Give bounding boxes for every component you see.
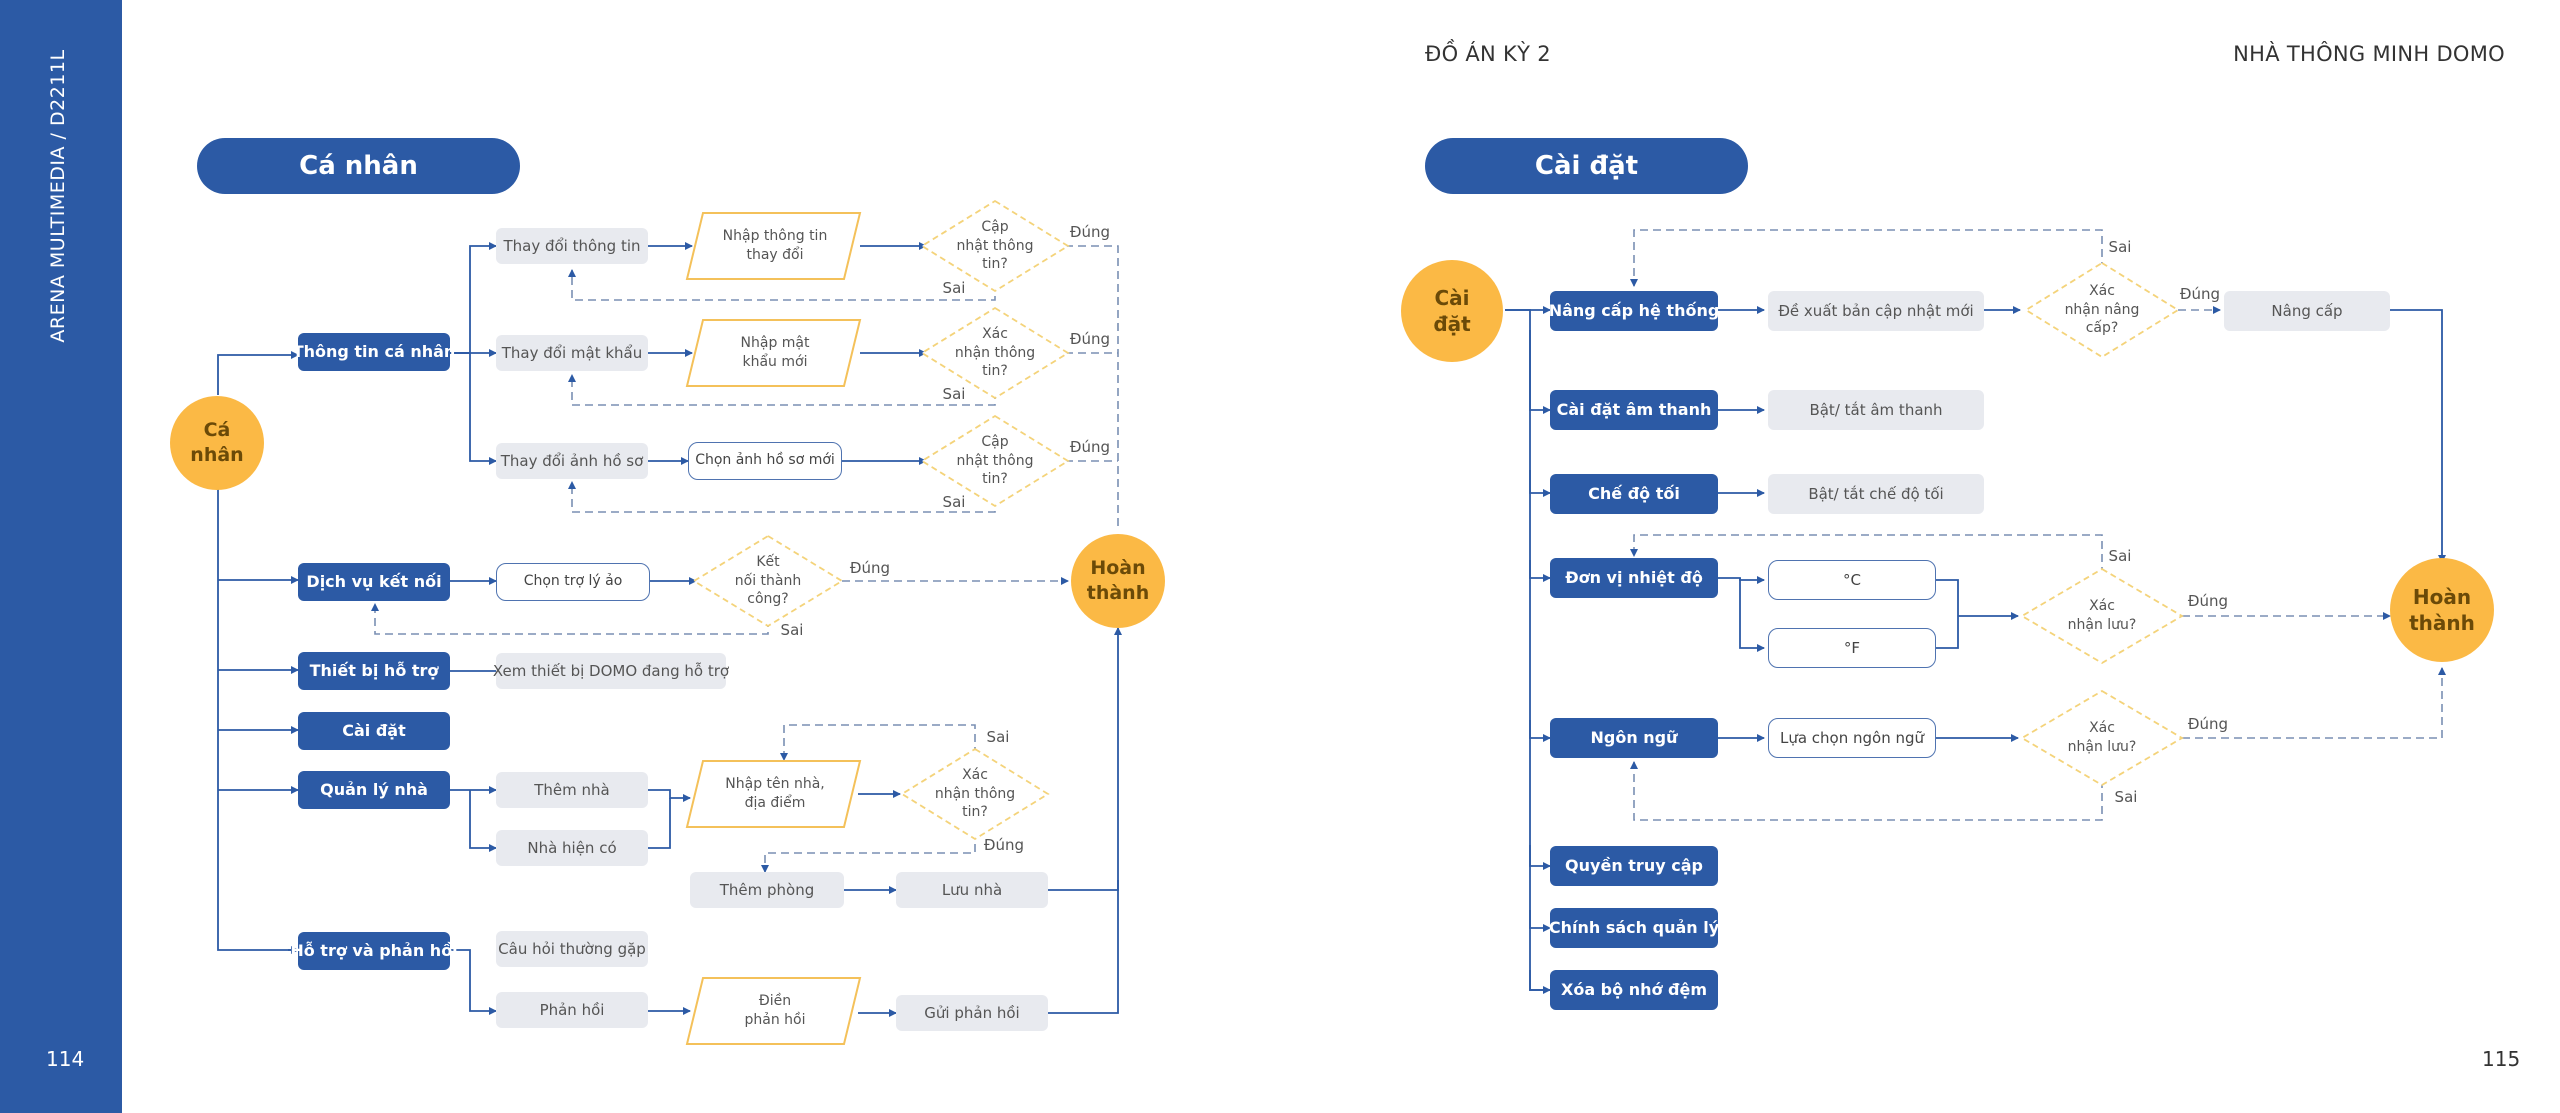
- section-title-settings: Cài đặt: [1425, 138, 1748, 194]
- step-choose-language: Lựa chọn ngôn ngữ: [1768, 718, 1936, 758]
- label-yes: Đúng: [2187, 592, 2229, 610]
- category-management-policy[interactable]: Chính sách quản lý: [1549, 908, 1719, 948]
- step-add-room: Thêm phòng: [690, 872, 844, 908]
- decision-confirm-language: Xác nhận lưu?: [2067, 720, 2137, 755]
- category-access-rights[interactable]: Quyền truy cập: [1550, 846, 1718, 886]
- end-node-personal: Hoàn thành: [1071, 534, 1165, 628]
- start-node-personal: Cá nhân: [170, 396, 264, 490]
- page-number-left: 114: [46, 1047, 85, 1071]
- step-suggest-update: Đề xuất bản cập nhật mới: [1768, 291, 1984, 331]
- step-send-feedback: Gửi phản hồi: [896, 995, 1048, 1031]
- step-faq: Câu hỏi thường gặp: [496, 931, 648, 967]
- step-choose-assistant: Chọn trợ lý ảo: [496, 563, 650, 601]
- label-no: Sai: [986, 728, 1010, 746]
- label-yes: Đúng: [2179, 285, 2221, 303]
- step-enter-password: Nhập mật khẩu mới: [740, 335, 810, 370]
- step-enter-info: Nhập thông tin thay đổi: [722, 228, 828, 263]
- label-no: Sai: [2108, 238, 2132, 256]
- label-yes: Đúng: [1069, 223, 1111, 241]
- label-yes: Đúng: [849, 559, 891, 577]
- step-save-home: Lưu nhà: [896, 872, 1048, 908]
- decision-update-avatar: Cập nhật thông tin?: [956, 433, 1034, 488]
- label-no: Sai: [942, 385, 966, 403]
- label-no: Sai: [942, 279, 966, 297]
- step-change-avatar: Thay đổi ảnh hồ sơ: [496, 443, 648, 479]
- category-supported-devices[interactable]: Thiết bị hỗ trợ: [298, 652, 450, 690]
- decision-confirm-temp: Xác nhận lưu?: [2067, 598, 2137, 633]
- page-number-right: 115: [2482, 1047, 2521, 1071]
- step-current-home: Nhà hiện có: [496, 830, 648, 866]
- label-no: Sai: [2114, 788, 2138, 806]
- label-no: Sai: [780, 621, 804, 639]
- category-temperature-unit[interactable]: Đơn vị nhiệt độ: [1550, 558, 1718, 598]
- category-sound-settings[interactable]: Cài đặt âm thanh: [1550, 390, 1718, 430]
- label-yes: Đúng: [1069, 330, 1111, 348]
- decision-update-info: Cập nhật thông tin?: [956, 218, 1034, 273]
- option-fahrenheit: °F: [1768, 628, 1936, 668]
- decision-confirm-upgrade: Xác nhận nâng cấp?: [2064, 282, 2140, 337]
- label-no: Sai: [2108, 547, 2132, 565]
- section-title-personal: Cá nhân: [197, 138, 520, 194]
- label-yes: Đúng: [1069, 438, 1111, 456]
- step-change-password: Thay đổi mật khẩu: [496, 335, 648, 371]
- label-yes: Đúng: [983, 836, 1025, 854]
- decision-connect-success: Kết nối thành công?: [734, 553, 802, 608]
- decision-confirm-home: Xác nhận thông tin?: [934, 766, 1016, 821]
- category-language[interactable]: Ngôn ngữ: [1550, 718, 1718, 758]
- label-no: Sai: [942, 493, 966, 511]
- start-node-settings: Cài đặt: [1401, 260, 1503, 362]
- end-node-settings: Hoàn thành: [2390, 558, 2494, 662]
- step-enter-feedback: Điền phản hồi: [744, 993, 806, 1028]
- category-system-upgrade[interactable]: Nâng cấp hệ thống: [1549, 291, 1719, 331]
- category-dark-mode[interactable]: Chế độ tối: [1550, 474, 1718, 514]
- category-clear-cache[interactable]: Xóa bộ nhớ đệm: [1550, 970, 1718, 1010]
- step-do-upgrade: Nâng cấp: [2224, 291, 2390, 331]
- brand-title: NHÀ THÔNG MINH DOMO: [2233, 42, 2505, 66]
- category-connect-service[interactable]: Dịch vụ kết nối: [298, 563, 450, 601]
- step-choose-avatar: Chọn ảnh hồ sơ mới: [688, 442, 842, 480]
- category-personal-info[interactable]: Thông tin cá nhân: [293, 333, 455, 371]
- category-support-feedback[interactable]: Hỗ trợ và phản hồi: [290, 932, 458, 970]
- step-change-info: Thay đổi thông tin: [496, 228, 648, 264]
- sidebar: [0, 0, 122, 1113]
- step-toggle-sound: Bật/ tắt âm thanh: [1768, 390, 1984, 430]
- step-feedback: Phản hồi: [496, 992, 648, 1028]
- step-view-devices: Xem thiết bị DOMO đang hỗ trợ: [493, 653, 729, 689]
- decision-confirm-info: Xác nhận thông tin?: [954, 325, 1036, 380]
- option-celsius: °C: [1768, 560, 1936, 600]
- category-home-management[interactable]: Quản lý nhà: [298, 771, 450, 809]
- step-toggle-dark-mode: Bật/ tắt chế độ tối: [1768, 474, 1984, 514]
- category-settings[interactable]: Cài đặt: [298, 712, 450, 750]
- step-add-home: Thêm nhà: [496, 772, 648, 808]
- step-enter-home: Nhập tên nhà, địa điểm: [725, 776, 825, 811]
- label-yes: Đúng: [2187, 715, 2229, 733]
- project-title: ĐỒ ÁN KỲ 2: [1425, 42, 1551, 66]
